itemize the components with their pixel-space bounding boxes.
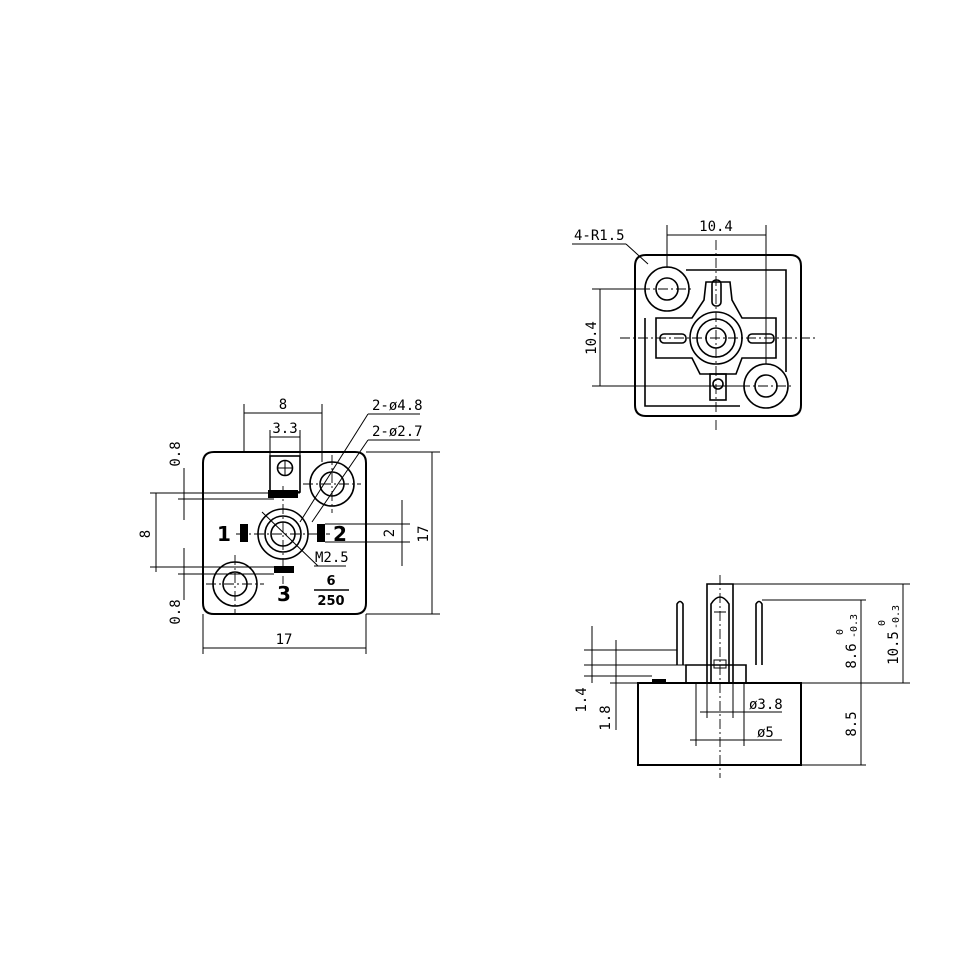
- dim-side-1-8: 1.8: [598, 705, 614, 730]
- side-step: [685, 664, 747, 683]
- pin-label-2: 2: [333, 522, 347, 546]
- tol-side-10-5-upper: 0: [877, 620, 888, 626]
- front-body-outline: [202, 451, 367, 615]
- thread-m2-5: M2.5: [315, 550, 349, 566]
- dim-side-8-6: 8.6: [844, 643, 860, 668]
- top-body-outline: [634, 254, 802, 417]
- dim-top-10-4-width: 10.4: [699, 219, 733, 235]
- side-pin-left: [676, 600, 684, 665]
- dim-front-17-width: 17: [276, 632, 293, 648]
- side-body: [637, 682, 802, 766]
- contact-right: [317, 524, 325, 542]
- dim-side-phi-3-8: ø3.8: [749, 697, 783, 713]
- dim-side-8-5: 8.5: [844, 711, 860, 736]
- top-slot-right: [747, 333, 775, 344]
- dim-front-17-height: 17: [416, 526, 432, 543]
- dim-front-2: 2: [382, 529, 398, 537]
- dim-top-radius: 4-R1.5: [574, 228, 625, 244]
- top-terminal-block: [655, 281, 777, 375]
- dim-front-top-8: 8: [279, 397, 287, 413]
- contact-bottom: [274, 566, 294, 573]
- dim-front-8-left: 8: [138, 530, 154, 538]
- side-pin-right: [755, 600, 763, 665]
- contact-left: [240, 524, 248, 542]
- rating-6: 6: [326, 574, 335, 589]
- top-slot-bottom: [709, 373, 727, 401]
- pin-label-1: 1: [217, 522, 231, 546]
- top-view: 10.4 10.4 4-R1.5: [572, 219, 815, 430]
- dim-hole-outer: 2-ø4.8: [372, 398, 423, 414]
- dim-front-3-3: 3.3: [272, 421, 297, 437]
- front-boss-mid: [264, 515, 302, 553]
- top-slot-left: [659, 333, 687, 344]
- dim-side-10-5: 10.5: [886, 631, 902, 665]
- tol-side-8-6-lower: -0.3: [849, 614, 860, 638]
- dim-hole-inner: 2-ø2.7: [372, 424, 423, 440]
- side-nub: [652, 679, 666, 684]
- rating-250: 250: [317, 594, 344, 609]
- dim-front-0-8-bottom: 0.8: [168, 599, 184, 624]
- dim-top-10-4-height: 10.4: [584, 321, 600, 355]
- side-view: 8.6 0 -0.3 10.5 0 -0.3 8.5 1.4 1.8 ø3.8 …: [574, 575, 910, 778]
- pin-label-3: 3: [277, 582, 291, 606]
- dim-side-1-4: 1.4: [574, 687, 590, 712]
- dim-side-phi-5: ø5: [757, 725, 774, 741]
- dim-front-0-8-top: 0.8: [168, 441, 184, 466]
- top-slot-top: [711, 279, 722, 307]
- tol-side-8-6-upper: 0: [835, 629, 846, 635]
- tol-side-10-5-lower: -0.3: [891, 605, 902, 629]
- front-view: 8 3.3 2-ø4.8 2-ø2.7 0.8 8 0.8 17: [138, 397, 440, 654]
